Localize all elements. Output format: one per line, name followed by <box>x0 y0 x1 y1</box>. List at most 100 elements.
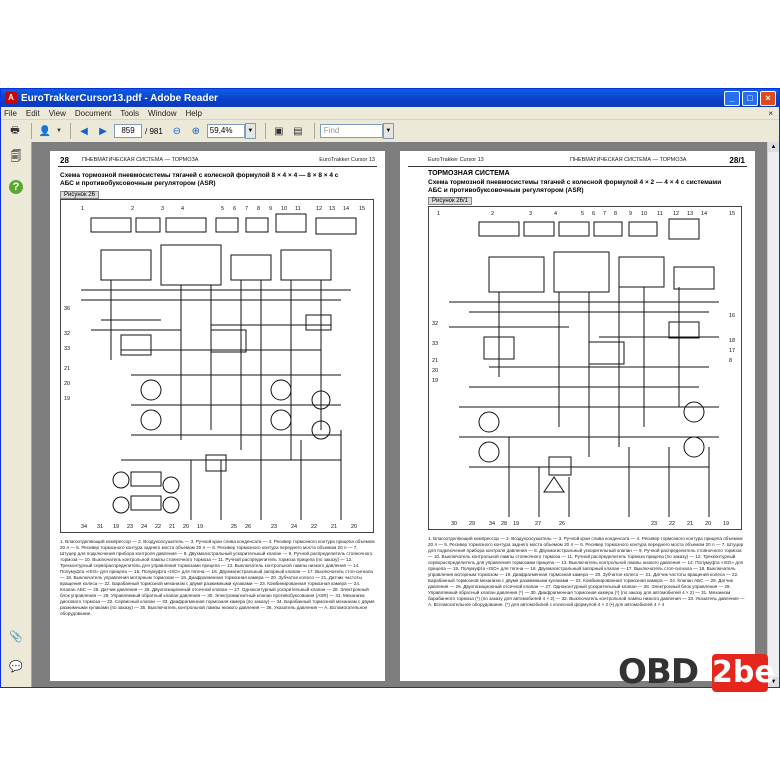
zoom-input[interactable]: 59,4% <box>206 124 245 138</box>
diagram-label: 36 <box>64 306 70 312</box>
menu-close-icon[interactable]: × <box>768 108 773 118</box>
pdf-page-left: 28 ПНЕВМАТИЧЕСКАЯ СИСТЕМА — ТОРМОЗА Euro… <box>50 151 385 681</box>
diagram-label: 14 <box>343 206 349 212</box>
zoom-in-icon[interactable]: ⊕ <box>191 125 200 137</box>
menu-file[interactable]: File <box>4 108 17 118</box>
fit-page-icon[interactable]: ▣ <box>274 125 284 137</box>
page-number: 28/1 <box>729 156 745 165</box>
menu-tools[interactable]: Tools <box>120 108 140 118</box>
diagram-label: 6 <box>592 211 595 217</box>
diagram-label: 2 <box>491 211 494 217</box>
previous-page-icon[interactable]: ◀ <box>80 125 88 137</box>
maximize-button[interactable]: □ <box>742 90 758 106</box>
menu-document[interactable]: Document <box>74 108 112 118</box>
next-page-icon[interactable]: ▶ <box>99 125 107 137</box>
diagram-label: 9 <box>629 211 632 217</box>
diagram-label: 21 <box>432 358 438 364</box>
diagram-label: 16 <box>729 313 735 319</box>
diagram-label: 20 <box>183 524 189 530</box>
diagram-label: 33 <box>64 346 70 352</box>
diagram-label: 15 <box>729 211 735 217</box>
diagram-label: 19 <box>723 521 729 527</box>
page-header-right: ПНЕВМАТИЧЕСКАЯ СИСТЕМА — ТОРМОЗА <box>570 157 687 163</box>
brake-schematic-diagram: 1 2 3 4 5 6 7 8 9 10 11 12 13 14 15 32 3 <box>428 206 742 530</box>
diagram-label: 25 <box>231 524 237 530</box>
diagram-label: 4 <box>181 206 184 212</box>
collaborate-icon[interactable]: 👤 <box>38 125 52 137</box>
navigation-pane: 🗐 ? 📎 💬 <box>1 142 32 687</box>
diagram-label: 8 <box>729 358 732 364</box>
toolbar-separator <box>70 123 71 139</box>
diagram-label: 34 <box>81 524 87 530</box>
pdf-page-right: EuroTrakker Cursor 13 ПНЕВМАТИЧЕСКАЯ СИС… <box>400 151 755 681</box>
diagram-label: 21 <box>64 366 70 372</box>
pages-icon[interactable]: 🗐 <box>10 151 22 163</box>
diagram-label: 20 <box>351 524 357 530</box>
zoom-out-icon[interactable]: ⊖ <box>172 125 181 137</box>
diagram-label: 6 <box>233 206 236 212</box>
page-number-input[interactable]: 859 <box>114 124 142 138</box>
diagram-label: 12 <box>316 206 322 212</box>
brake-schematic-diagram: 1 2 3 4 5 6 7 8 9 10 11 12 13 14 15 36 3 <box>60 199 374 533</box>
diagram-label: 29 <box>469 521 475 527</box>
close-button[interactable]: × <box>760 90 776 106</box>
vertical-scrollbar[interactable]: ▲ ▼ <box>767 142 779 687</box>
header-rule <box>408 166 747 167</box>
diagram-label: 34 <box>489 521 495 527</box>
diagram-label: 22 <box>669 521 675 527</box>
diagram-label: 3 <box>529 211 532 217</box>
page-header-left: ПНЕВМАТИЧЕСКАЯ СИСТЕМА — ТОРМОЗА <box>82 157 199 163</box>
diagram-label: 31 <box>97 524 103 530</box>
fit-width-icon[interactable]: ▤ <box>293 125 303 137</box>
section-title: Схема тормозной пневмосистемы тягачей с … <box>60 172 339 187</box>
toolbar-separator <box>264 123 266 139</box>
attachments-icon[interactable]: 📎 <box>9 631 23 643</box>
diagram-label: 5 <box>581 211 584 217</box>
reader-window: A EuroTrakkerCursor13.pdf - Adobe Reader… <box>0 88 780 688</box>
help-icon[interactable]: ? <box>9 180 23 194</box>
diagram-label: 26 <box>559 521 565 527</box>
diagram-label: 9 <box>269 206 272 212</box>
collaborate-dropdown-icon[interactable]: ▼ <box>56 128 62 134</box>
diagram-label: 19 <box>113 524 119 530</box>
diagram-label: 18 <box>729 338 735 344</box>
diagram-label: 8 <box>614 211 617 217</box>
page-header-left: EuroTrakker Cursor 13 <box>428 157 484 163</box>
diagram-label: 32 <box>432 321 438 327</box>
diagram-label: 27 <box>535 521 541 527</box>
find-input[interactable]: Find <box>319 124 383 138</box>
toolbar-separator <box>31 123 32 139</box>
section-title: Схема тормозной пневмосистемы тягачей с … <box>428 179 722 194</box>
diagram-label: 19 <box>513 521 519 527</box>
watermark-2be-text: 2be <box>712 654 775 692</box>
minimize-button[interactable]: _ <box>724 90 740 106</box>
diagram-label: 28 <box>501 521 507 527</box>
diagram-label: 19 <box>432 378 438 384</box>
diagram-label: 14 <box>701 211 707 217</box>
diagram-label: 22 <box>155 524 161 530</box>
diagram-label: 33 <box>432 341 438 347</box>
window-title: EuroTrakkerCursor13.pdf - Adobe Reader <box>21 92 218 104</box>
figure-label: Рисунок 26 <box>60 191 99 199</box>
print-icon[interactable]: 🖶 <box>10 124 20 136</box>
document-area[interactable]: 28 ПНЕВМАТИЧЕСКАЯ СИСТЕМА — ТОРМОЗА Euro… <box>32 142 769 687</box>
diagram-label: 5 <box>221 206 224 212</box>
diagram-label: 24 <box>291 524 297 530</box>
menu-help[interactable]: Help <box>185 108 202 118</box>
scroll-down-icon[interactable]: ▼ <box>768 677 779 687</box>
menu-view[interactable]: View <box>48 108 66 118</box>
diagram-label: 8 <box>257 206 260 212</box>
menu-window[interactable]: Window <box>148 108 177 118</box>
find-dropdown-icon[interactable]: ▼ <box>382 123 394 139</box>
diagram-label: 23 <box>651 521 657 527</box>
diagram-label: 15 <box>359 206 365 212</box>
comments-icon[interactable]: 💬 <box>9 661 23 673</box>
toolbar-separator <box>313 123 315 139</box>
scroll-up-icon[interactable]: ▲ <box>768 142 779 152</box>
header-rule <box>58 166 377 167</box>
figure-label: Рисунок 26/1 <box>428 197 472 205</box>
diagram-label: 11 <box>657 211 663 217</box>
menu-edit[interactable]: Edit <box>25 108 40 118</box>
adobe-reader-icon: A <box>5 92 17 104</box>
zoom-dropdown-icon[interactable]: ▼ <box>244 123 256 139</box>
